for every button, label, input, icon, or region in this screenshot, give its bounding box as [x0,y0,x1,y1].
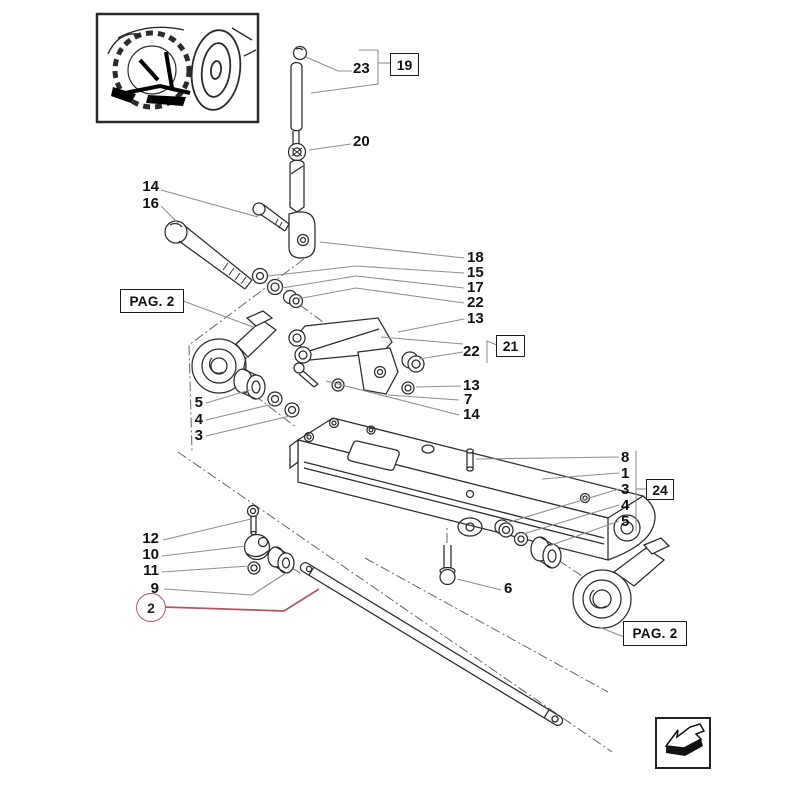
callout-18: 18 [467,249,484,266]
lower-shaft-2 [299,562,564,726]
callout-8: 8 [621,449,630,466]
callout-4-left: 4 [194,411,203,428]
bushings-5-4-3-left [233,368,300,418]
callout-13-mid: 13 [463,377,480,394]
callout-14-top: 14 [142,178,159,195]
callout-3-right: 3 [621,481,630,498]
ref-box-19[interactable]: 19 [390,53,419,76]
washers-15-17-bushing-22 [251,267,304,309]
page-ref-top-left[interactable]: PAG. 2 [120,289,184,313]
callout-15: 15 [467,264,484,281]
page-turn-arrow-icon[interactable] [655,717,711,769]
callout-3-left: 3 [194,427,203,444]
callout-5-right: 5 [621,513,630,530]
highlighted-linkage [124,51,191,95]
ref-box-21[interactable]: 21 [496,335,525,357]
callout-17: 17 [467,279,484,296]
bolt-16-long [164,220,253,290]
callout-5-left: 5 [194,394,203,411]
housing-top-cutout [347,440,400,471]
callout-13-column: 13 [467,310,484,327]
callout-22-column: 22 [467,294,484,311]
top-link-rod-assembly [287,45,316,259]
callout-1: 1 [621,465,630,482]
callout-20: 20 [353,133,370,150]
bolt-14-top [252,202,290,232]
leader-lines [160,49,646,638]
bolt-6 [439,545,456,586]
left-lift-arm [191,310,277,394]
callout-10: 10 [142,546,159,563]
callout-12: 12 [142,530,159,547]
callout-11: 11 [143,562,159,579]
callout-7: 7 [464,391,473,408]
rockshaft-housing [289,417,656,561]
selected-callout-2[interactable]: 2 [136,593,166,622]
callout-23: 23 [353,60,370,77]
selected-item-leader [163,588,320,612]
callout-6: 6 [504,580,513,597]
ref-box-24[interactable]: 24 [646,479,674,500]
bolt-14-lower [293,362,305,374]
pin-8 [466,448,474,472]
page-ref-bottom-right[interactable]: PAG. 2 [623,621,687,646]
parts-12-10-11-9 [243,504,295,575]
callout-9: 9 [150,580,159,597]
callout-4-right: 4 [621,497,630,514]
tractor-thumbnail [95,12,260,124]
rocker-bracket-assembly [288,317,425,395]
callout-16: 16 [142,195,159,212]
callout-14-mid: 14 [463,406,480,423]
callout-22-mid: 22 [463,343,480,360]
bushings-3-4-5-right [494,519,562,569]
